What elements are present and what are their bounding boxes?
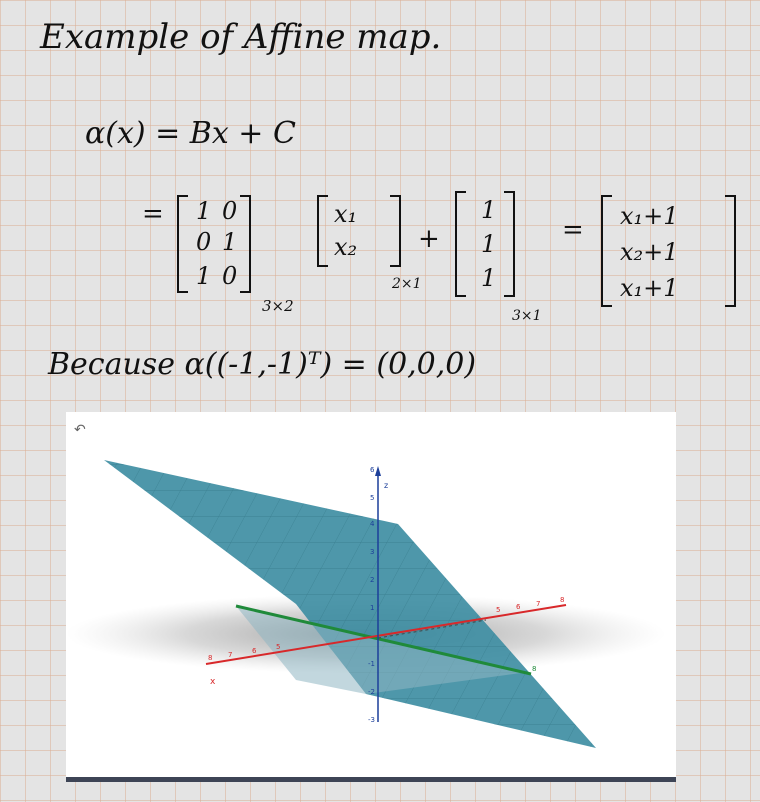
x-tick: 8 — [208, 654, 212, 662]
equals-sign-1: = — [142, 199, 164, 229]
x-axis-ticks: 5 6 7 8 8 7 6 5 — [208, 596, 564, 662]
vector-C-1: 1 — [481, 196, 496, 224]
z-tick: 2 — [370, 576, 374, 584]
z-axis-ticks: 6 5 4 3 2 1 -1 -2 -3 — [368, 466, 375, 724]
matrix-B — [177, 195, 251, 293]
z-tick: 6 — [370, 466, 375, 474]
z-axis-arrow — [375, 466, 381, 476]
matrix-B-r1c2: 0 — [222, 197, 237, 225]
3d-graph-viewer[interactable]: ↶ 5 6 7 8 8 7 6 — [66, 412, 676, 782]
3d-scene: 5 6 7 8 8 7 6 5 x 8 z 6 5 4 3 2 1 -1 -2 … — [66, 460, 666, 748]
vector-x — [317, 195, 401, 267]
x-tick: 7 — [228, 651, 232, 659]
z-tick: 5 — [370, 494, 374, 502]
x-tick: 6 — [516, 603, 521, 611]
x-axis — [205, 604, 567, 665]
equals-sign-2: = — [562, 215, 584, 245]
y-axis — [377, 619, 487, 639]
vector-C-size: 3×1 — [512, 308, 542, 324]
result-2: x₂+1 — [620, 238, 679, 266]
plane-lower-part — [236, 606, 528, 694]
x-axis-label: x — [210, 677, 216, 687]
vector-x-1: x₁ — [334, 200, 357, 228]
matrix-B-r2c2: 1 — [222, 228, 237, 256]
x-tick: 5 — [276, 643, 280, 651]
z-tick: -2 — [368, 688, 375, 696]
z-tick: 1 — [370, 604, 374, 612]
x-tick: 5 — [496, 606, 500, 614]
note-title: Example of Affine map. — [39, 17, 441, 57]
result-vector — [601, 195, 736, 307]
intersection-line — [235, 604, 532, 676]
matrix-B-size: 3×2 — [262, 297, 294, 315]
vector-C — [455, 191, 515, 297]
z-tick: -3 — [368, 716, 375, 724]
z-tick: 4 — [370, 520, 375, 528]
matrix-B-r3c1: 1 — [196, 262, 211, 290]
y-axis-label: 8 — [532, 665, 536, 673]
vector-C-3: 1 — [481, 264, 496, 292]
undo-icon[interactable]: ↶ — [74, 422, 86, 438]
vector-C-2: 1 — [481, 230, 496, 258]
x-tick: 6 — [252, 647, 257, 655]
z-axis-label: z — [384, 481, 388, 490]
result-1: x₁+1 — [620, 202, 679, 230]
result-3: x₁+1 — [620, 274, 679, 302]
matrix-B-r2c1: 0 — [196, 228, 211, 256]
plus-sign: + — [418, 224, 440, 254]
matrix-B-r3c2: 0 — [222, 262, 237, 290]
because-line: Because α((-1,-1)ᵀ) = (0,0,0) — [47, 347, 476, 382]
vector-x-2: x₂ — [334, 233, 357, 261]
matrix-B-r1c1: 1 — [196, 197, 211, 225]
z-tick: 3 — [370, 548, 374, 556]
x-tick: 8 — [560, 596, 564, 604]
z-tick: -1 — [368, 660, 375, 668]
vector-x-size: 2×1 — [391, 276, 422, 292]
affine-definition: α(x) = Bx + C — [85, 116, 296, 151]
x-tick: 7 — [536, 600, 540, 608]
